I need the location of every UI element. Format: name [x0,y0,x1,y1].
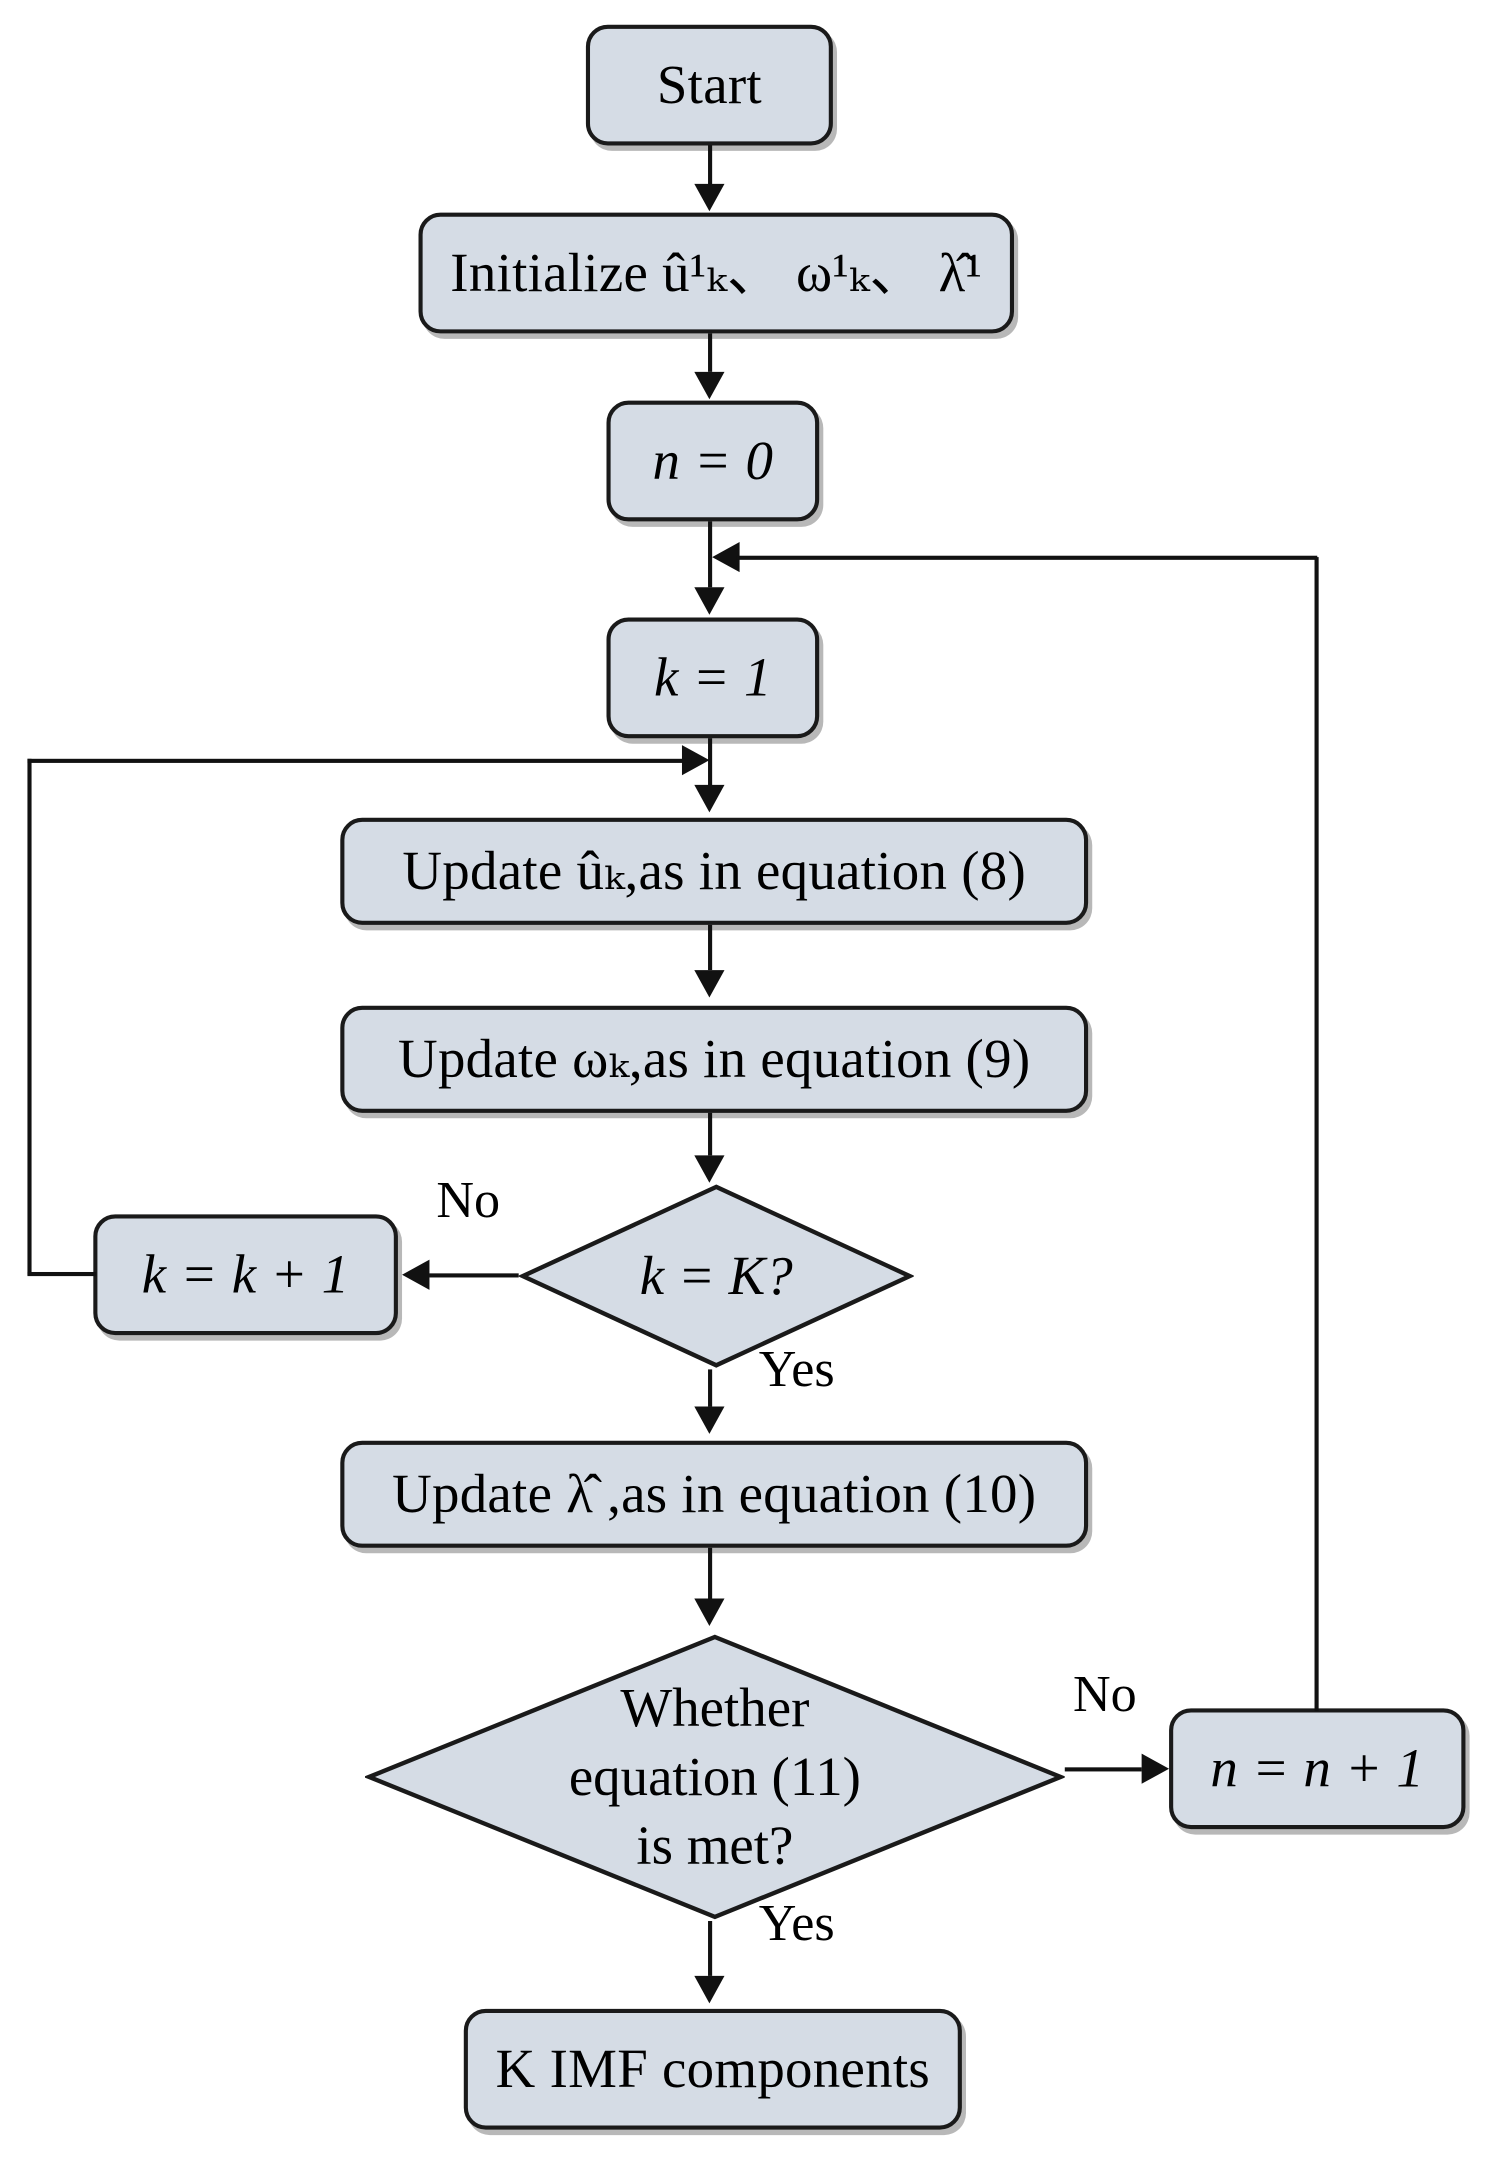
edge-update-omega-to-decision-k [708,1112,713,1156]
node-output[interactable]: K IMF components [463,2008,962,2130]
edge-outer-loop-vertical [1314,557,1319,1712]
arrowhead-update-u [694,784,725,813]
edge-label-k-decision-no: No [436,1171,501,1230]
edge-label-converged-yes: Yes [758,1894,835,1953]
node-k-one-label: k = 1 [654,646,772,709]
arrowhead-initialize [694,183,725,212]
node-n-zero-label: n = 0 [652,429,774,492]
edge-outer-loop-horizontal [736,555,1318,560]
diamond-shape [364,1634,1065,1920]
node-update-u[interactable]: Update ûₖ,as in equation (8) [340,817,1089,925]
edge-inner-loop-vertical [27,758,32,1275]
edge-label-converged-no: No [1073,1665,1137,1724]
edge-inner-loop-horizontal-top [27,758,692,763]
decision-line-2: equation (11) [568,1745,861,1808]
edge-n-zero-to-k-one [708,521,713,588]
node-start-label: Start [656,53,762,116]
node-n-increment[interactable]: n = n + 1 [1169,1708,1466,1830]
arrowhead-k-one [694,587,725,615]
edge-converged-no [1064,1767,1142,1772]
edge-k-one-to-update-u [708,738,713,788]
arrowhead-decision-converged [694,1598,725,1626]
arrowhead-feedback-outer [712,542,740,573]
edge-decision-k-yes [708,1369,713,1407]
node-initialize-label: Initialize û¹ₖ、 ω¹ₖ、 λ̂¹ [450,241,983,304]
node-decision-converged[interactable]: Whether equation (11) is met? [364,1633,1065,1921]
node-k-increment-label: k = k + 1 [141,1243,350,1305]
node-start[interactable]: Start [585,24,833,146]
arrowhead-output [694,1975,725,2004]
edge-update-lambda-to-decision [708,1547,713,1599]
node-k-increment[interactable]: k = k + 1 [93,1214,398,1336]
node-update-u-label: Update ûₖ,as in equation (8) [402,839,1027,902]
node-update-lambda-label: Update λ̂ ,as in equation (10) [392,1462,1037,1525]
decision-line-1: Whether [620,1676,810,1739]
node-update-omega-label: Update ωₖ,as in equation (9) [398,1027,1031,1090]
node-output-label: K IMF components [495,2037,930,2100]
arrowhead-n-increment [1141,1753,1170,1784]
diamond-shape [518,1184,914,1368]
node-update-omega[interactable]: Update ωₖ,as in equation (9) [340,1005,1089,1113]
node-n-zero[interactable]: n = 0 [606,400,820,522]
arrowhead-decision-k [694,1155,725,1183]
edge-decision-k-no [429,1273,519,1278]
node-k-one[interactable]: k = 1 [606,617,820,739]
decision-line-3: is met? [636,1813,794,1876]
edge-converged-yes [708,1921,713,1976]
node-update-lambda[interactable]: Update λ̂ ,as in equation (10) [340,1440,1089,1548]
node-initialize[interactable]: Initialize û¹ₖ、 ω¹ₖ、 λ̂¹ [418,212,1015,334]
node-decision-converged-label: Whether equation (11) is met? [491,1674,939,1880]
node-n-increment-label: n = n + 1 [1210,1737,1425,1799]
node-decision-k[interactable]: k = K? [518,1183,914,1370]
arrowhead-update-omega [694,970,725,998]
arrowhead-k-increment [402,1259,430,1290]
arrowhead-n-zero [694,371,725,400]
arrowhead-update-lambda [694,1406,725,1434]
edge-initialize-to-n-zero [708,333,713,372]
node-decision-k-label: k = K? [639,1244,793,1307]
edge-label-k-decision-yes: Yes [758,1340,835,1399]
edge-inner-loop-horizontal-bottom [27,1271,97,1277]
edge-update-u-to-update-omega [708,924,713,971]
edge-start-to-initialize [708,145,713,187]
